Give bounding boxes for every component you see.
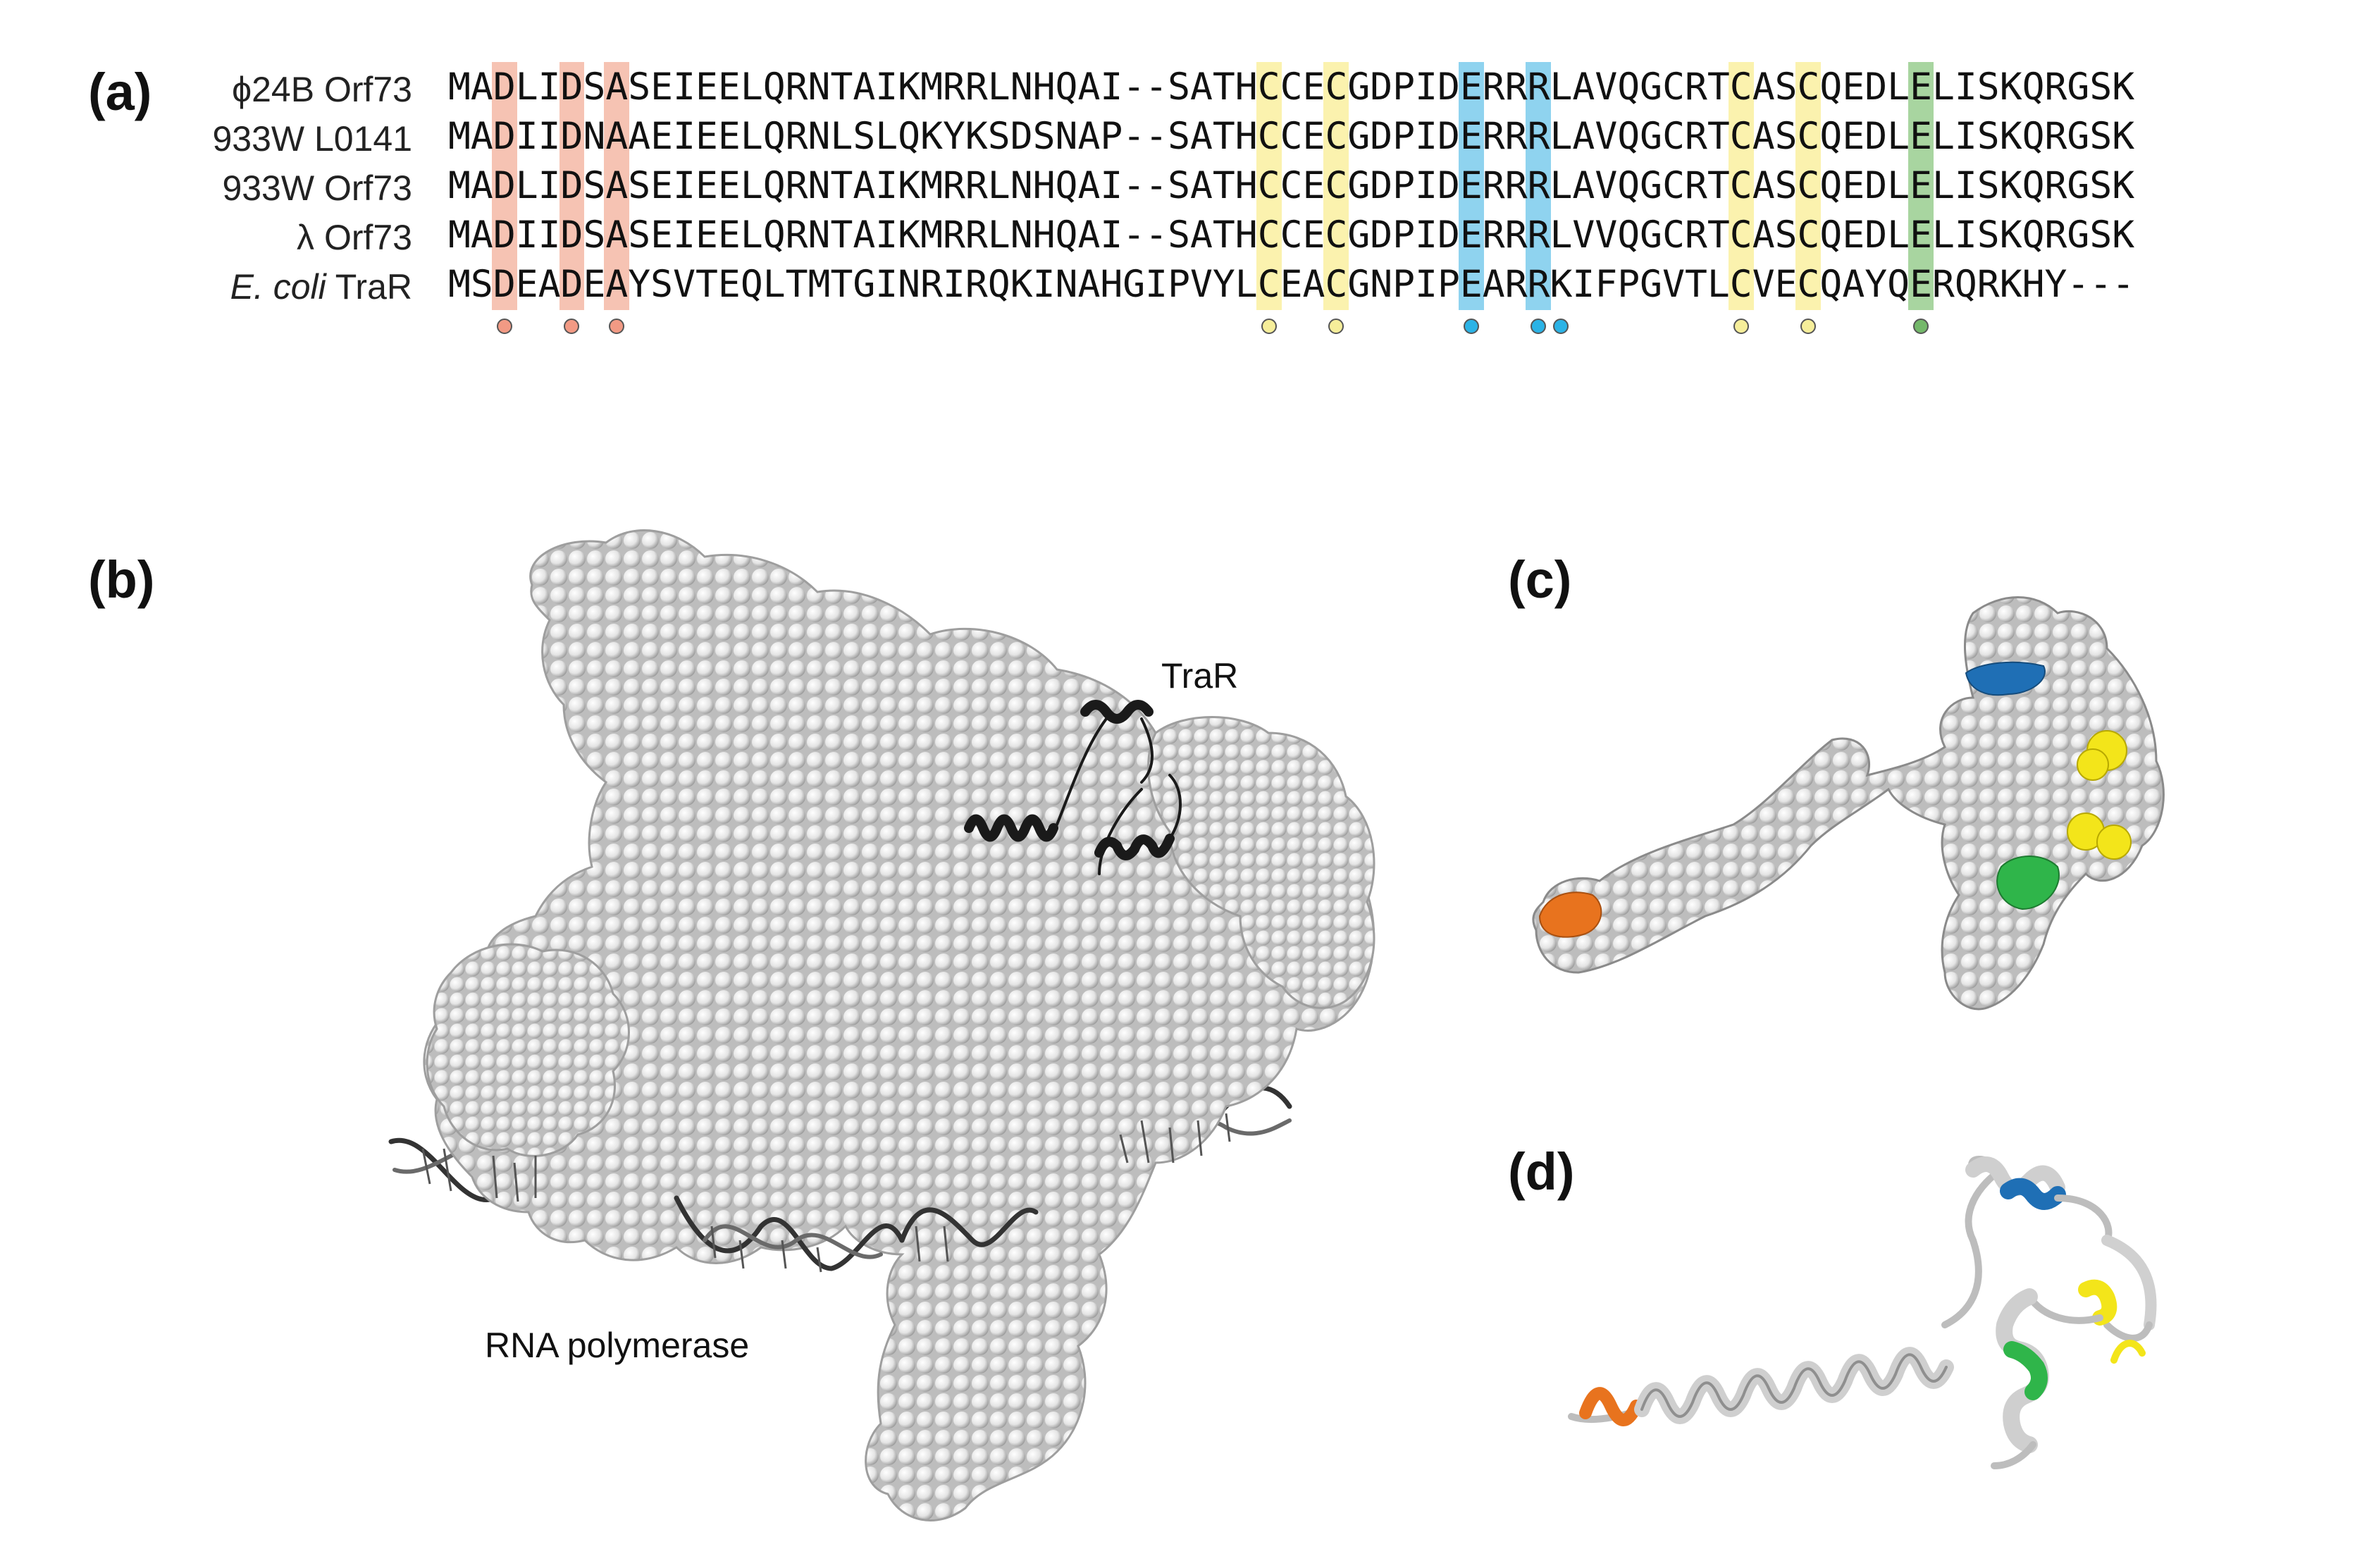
column-highlight [1728,62,1754,310]
sequence-933w-l0141: MADIIDNAAEIEELQRNLSLQKYKSDSNAP--SATHCCEC… [448,115,2135,158]
rnap-left-lobe [426,943,630,1157]
column-highlight [1907,62,1934,310]
residue-marker-dot [1733,319,1749,334]
seq-name-lambda-orf73: λ Orf73 [297,218,412,257]
rnap-right-lobe [1147,716,1375,1009]
column-highlight [1256,62,1282,310]
residue-marker-dot [1261,319,1277,334]
column-highlight [1795,62,1822,310]
residue-marker-dot [1328,319,1344,334]
sequence-lambda-orf73: MADIIDSASEIEELQRNTAIKMRRLNHQAI--SATHCCEC… [448,214,2135,257]
blue-residues [1965,661,2046,696]
seq-name-ecoli-trar: E. coli TraR [46,266,412,307]
residue-marker-dot [1800,319,1817,334]
residue-marker-dot [564,319,580,334]
sequence-933w-orf73: MADLIDSASEIEELQRNTAIKMRRLNHQAI--SATHCCEC… [448,164,2135,207]
dna-base-pairs [421,1113,1231,1273]
residue-marker-dot [1553,319,1569,334]
panel-label-d: (d) [1508,1142,1575,1201]
residue-marker-dot [1531,319,1547,334]
trar-spacefill [1532,596,2165,1011]
column-highlight [1526,62,1552,310]
sequence-phi24b: MADLIDSASEIEELQRNTAIKMRRLNHQAI--SATHCCEC… [448,66,2135,109]
seq-name-ecoli-italic: E. coli [230,267,326,307]
sequence-ecoli-trar: MSDEADEAYSVTEQLTMTGINRIRQKINAHGIPVYLCEAC… [448,263,2135,306]
panel-label-c: (c) [1508,550,1572,609]
column-highlight [604,62,630,310]
dna-front-strands [674,1195,1039,1271]
column-highlight [559,62,585,310]
panel-label-a: (a) [88,63,152,121]
rnap-label: RNA polymerase [485,1326,750,1365]
seq-name-933w-l0141: 933W L0141 [212,119,412,159]
trar-label: TraR [1161,656,1239,696]
trar-cartoon [964,700,1182,875]
trar-spacefill-body [1532,596,2165,1011]
panel-label-b: (b) [88,550,155,609]
green-residues [1996,856,2060,910]
residue-marker-dot [609,319,625,334]
column-highlight [1323,62,1349,310]
seq-name-933w-orf73: 933W Orf73 [222,168,412,208]
orange-residues [1538,891,1602,938]
column-highlight [491,62,517,310]
seq-name-ecoli-rest: TraR [326,267,412,307]
residue-marker-dot [1912,319,1929,334]
trar-ribbon [1568,1156,2157,1469]
seq-name-phi24b: ϕ24B Orf73 [232,70,412,109]
residue-marker-dot [1463,319,1479,334]
column-highlight [1458,62,1484,310]
residue-marker-dot [496,319,512,334]
yellow-residues [2067,730,2132,860]
